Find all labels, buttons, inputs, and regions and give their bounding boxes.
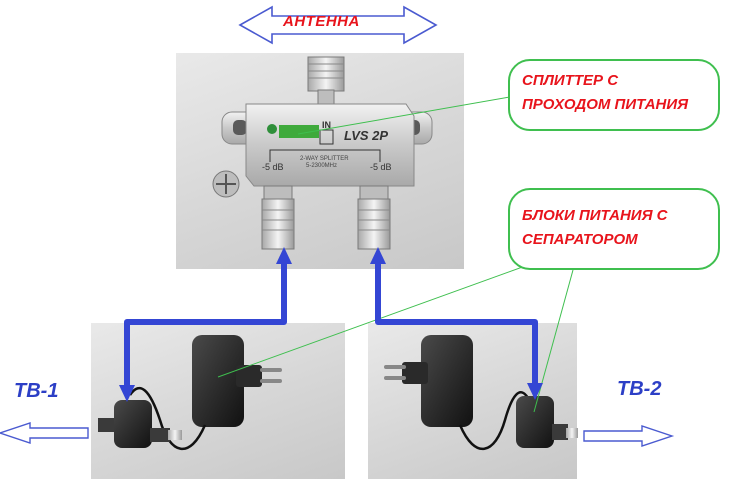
splitter-callout: СПЛИТТЕР С ПРОХОДОМ ПИТАНИЯ [508,59,720,131]
signal-arrow-up-tv1 [276,247,292,264]
splitter-callout-line1: СПЛИТТЕР С [522,72,619,89]
callout-leader-lines [217,96,574,413]
power-supply-tv2 [384,335,578,450]
tv2-label: ТВ-2 [617,378,662,400]
splitter-device: LVS 2P IN -5 dB -5 dB 2-WAY SPLITTER 5-2… [212,56,433,250]
antenna-label: АНТЕННА [283,13,360,30]
splitter-type-label: 2-WAY SPLITTER [300,156,349,162]
splitter-right-output-label: -5 dB [370,162,392,172]
signal-path-tv1 [124,258,287,392]
splitter-in-label: IN [322,120,331,130]
splitter-callout-line2: ПРОХОДОМ ПИТАНИЯ [522,96,689,113]
power-supply-callout-line1: БЛОКИ ПИТАНИЯ С [522,207,668,224]
power-supply-callout: БЛОКИ ПИТАНИЯ С СЕПАРАТОРОМ [508,188,720,270]
signal-path-tv2 [375,258,538,390]
signal-arrow-up-tv2 [370,247,386,264]
tv1-label: ТВ-1 [14,380,59,402]
signal-arrow-down-tv2 [527,383,543,400]
signal-arrow-down-tv1 [119,385,135,402]
tv1-output-arrow [0,422,89,444]
splitter-frequency-label: 5-2300MHz [306,163,337,169]
tv2-output-arrow [583,425,675,447]
power-supply-callout-line2: СЕПАРАТОРОМ [522,231,638,248]
antenna-arrow [238,5,438,45]
power-supply-tv1 [98,335,282,450]
splitter-model-label: LVS 2P [344,128,388,143]
splitter-left-output-label: -5 dB [262,162,284,172]
